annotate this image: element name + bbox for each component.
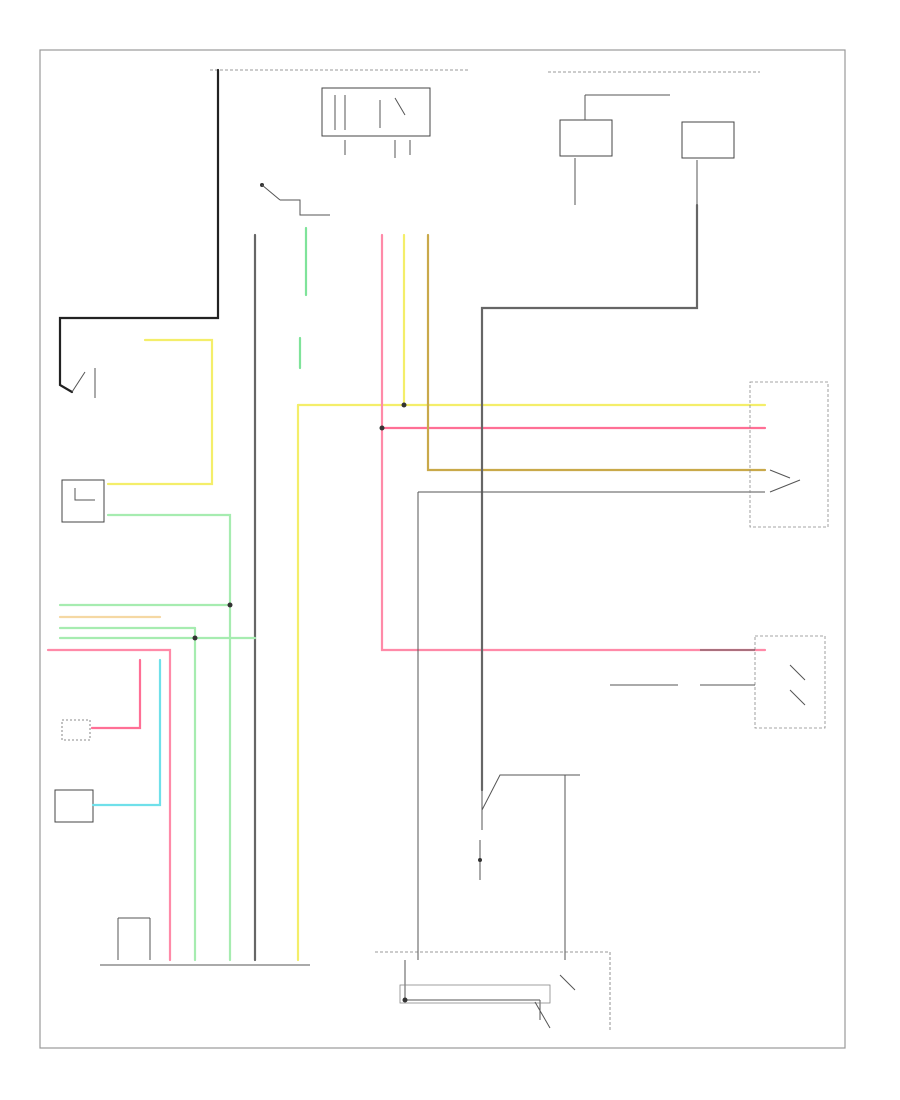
wire-olive: [426, 233, 767, 472]
aux-fuse-box: [559, 94, 670, 157]
starter-relay: [321, 87, 431, 158]
clutch-switch: [71, 368, 96, 398]
wire-pink-main: [380, 233, 767, 652]
neutral-switch: [260, 183, 330, 216]
wire-gray-right: [480, 203, 699, 792]
diagram-frame: [39, 49, 846, 1049]
wire-green-pdu: [106, 513, 232, 962]
brake-switch: [61, 658, 142, 741]
interlock-switch: [749, 381, 829, 528]
starter-motor: [375, 951, 611, 1030]
wire-yellow-clutch: [106, 338, 214, 486]
pdu-left: [61, 479, 105, 523]
battery: [478, 774, 580, 960]
wire-black-interlock: [417, 491, 765, 960]
wire-black-left: [58, 68, 220, 394]
pcm: [100, 917, 310, 966]
wire-pink-pcm: [148, 648, 172, 962]
fuse-box-leads: [574, 158, 698, 205]
splice-dots: [192, 402, 408, 1003]
security-connector: [46, 603, 257, 652]
pdu-right: [700, 635, 826, 729]
relay-control: [54, 658, 162, 823]
main-fuse-box: [681, 121, 735, 159]
